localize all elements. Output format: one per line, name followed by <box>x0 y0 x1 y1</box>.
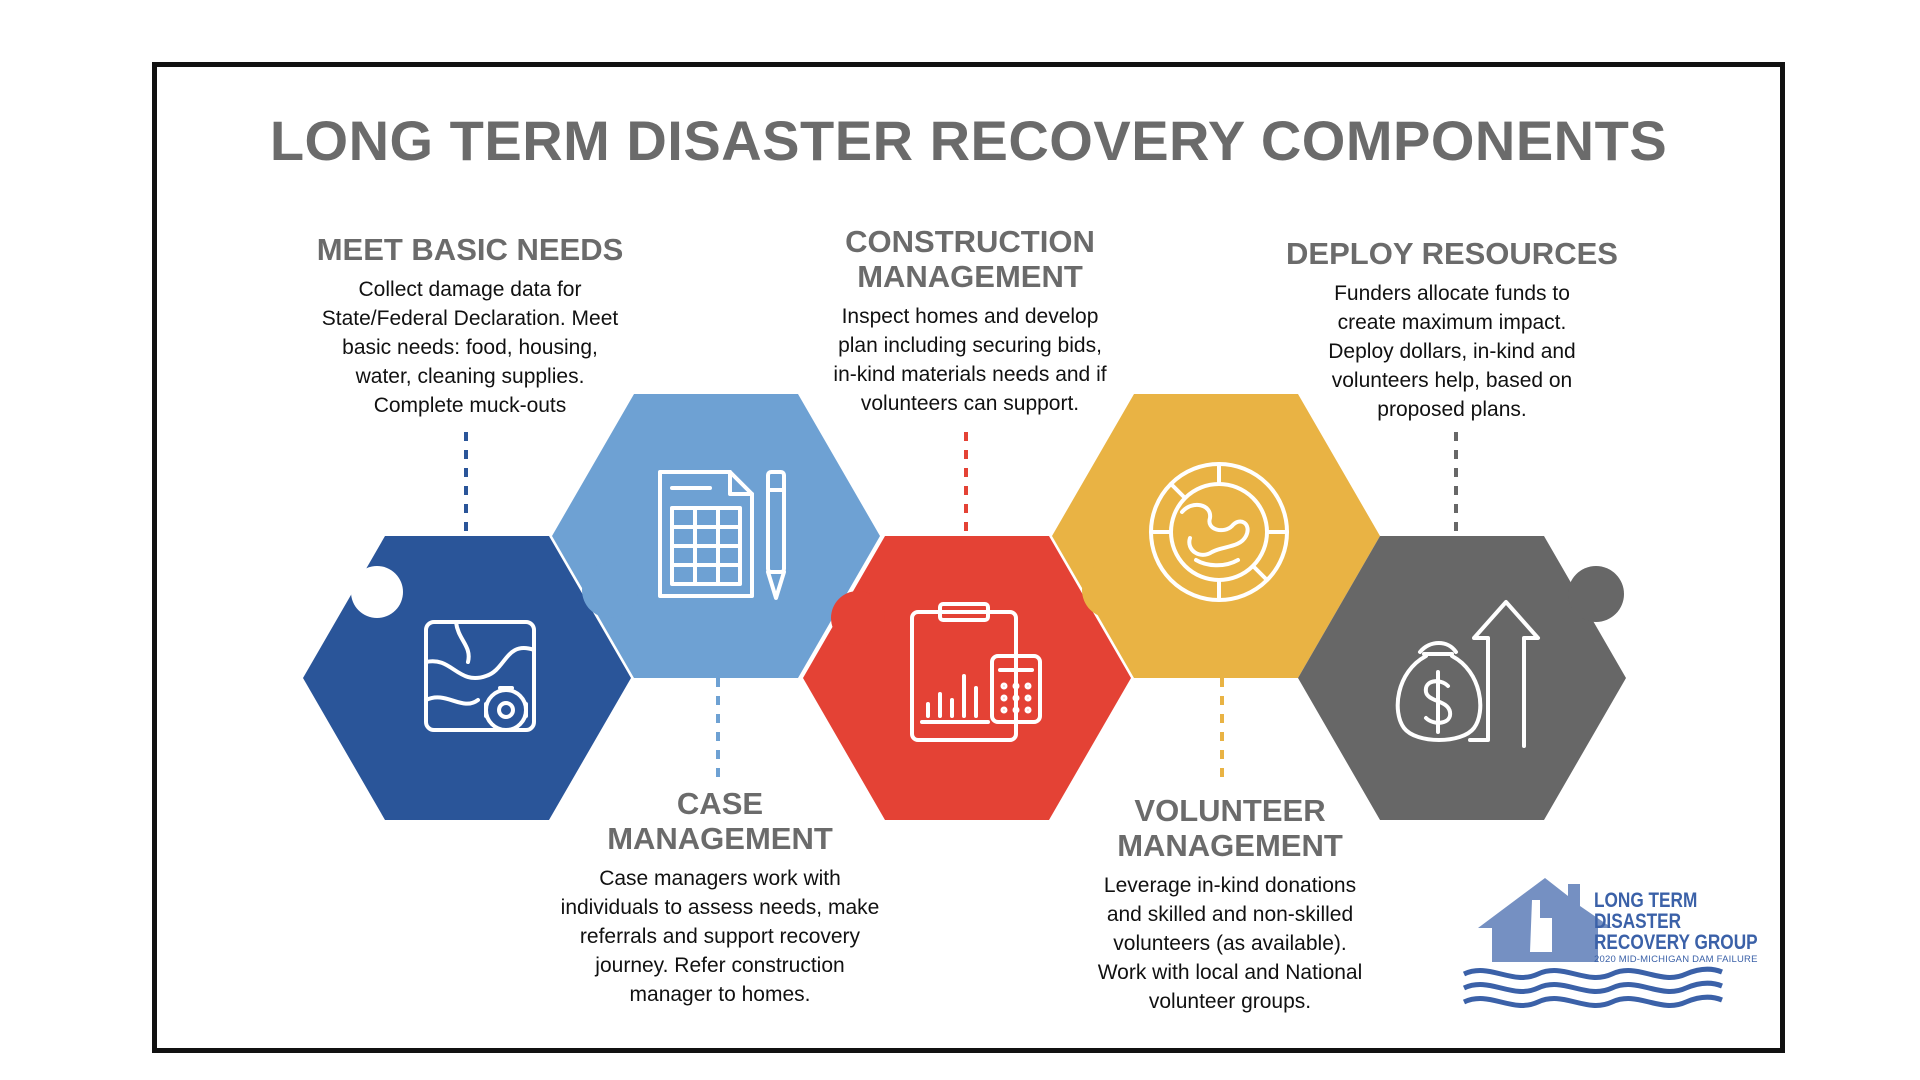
volunteer-management-title: VOLUNTEER MANAGEMENT <box>1117 793 1343 863</box>
basic-needs-block: MEET BASIC NEEDS Collect damage data for… <box>290 232 650 420</box>
volunteer-management-text: Leverage in-kind donations and skilled a… <box>1097 874 1363 1013</box>
construction-management-text: Inspect homes and develop plan including… <box>833 305 1107 415</box>
volunteer-management-block: VOLUNTEER MANAGEMENT Leverage in-kind do… <box>1050 793 1410 1016</box>
clipboard-calculator-icon <box>910 602 1042 742</box>
logo-wordmark: LONG TERM DISASTER RECOVERY GROUP <box>1594 889 1758 954</box>
case-management-title: CASE MANAGEMENT <box>607 786 833 856</box>
logo-line-2: DISASTER <box>1594 910 1682 933</box>
basic-needs-title: MEET BASIC NEEDS <box>316 232 624 267</box>
map-gear-icon <box>424 620 536 732</box>
logo-line-3: RECOVERY GROUP <box>1594 931 1758 954</box>
logo-subtitle: 2020 MID-MICHIGAN DAM FAILURE <box>1594 954 1758 965</box>
deploy-resources-title: DEPLOY RESOURCES <box>1286 236 1618 271</box>
hex-deploy-resources <box>1298 536 1626 820</box>
deploy-resources-text: Funders allocate funds to create maximum… <box>1328 282 1576 421</box>
construction-management-block: CONSTRUCTION MANAGEMENT Inspect homes an… <box>790 224 1150 418</box>
case-management-block: CASE MANAGEMENT Case managers work with … <box>535 786 905 1009</box>
house-waves-icon <box>1462 878 1723 1008</box>
deploy-resources-block: DEPLOY RESOURCES Funders allocate funds … <box>1272 236 1632 424</box>
basic-needs-text: Collect damage data for State/Federal De… <box>321 278 619 417</box>
logo-line-1: LONG TERM <box>1594 889 1698 912</box>
globe-icon <box>1149 462 1289 602</box>
case-management-text: Case managers work with individuals to a… <box>560 867 880 1006</box>
document-pen-icon <box>658 470 786 600</box>
construction-management-title: CONSTRUCTION MANAGEMENT <box>845 224 1095 294</box>
page-title: LONG TERM DISASTER RECOVERY COMPONENTS <box>269 109 1668 172</box>
hex-volunteer-management <box>1052 394 1380 678</box>
money-bag-arrow-icon <box>1395 600 1540 748</box>
hex-construction-management <box>803 536 1131 820</box>
